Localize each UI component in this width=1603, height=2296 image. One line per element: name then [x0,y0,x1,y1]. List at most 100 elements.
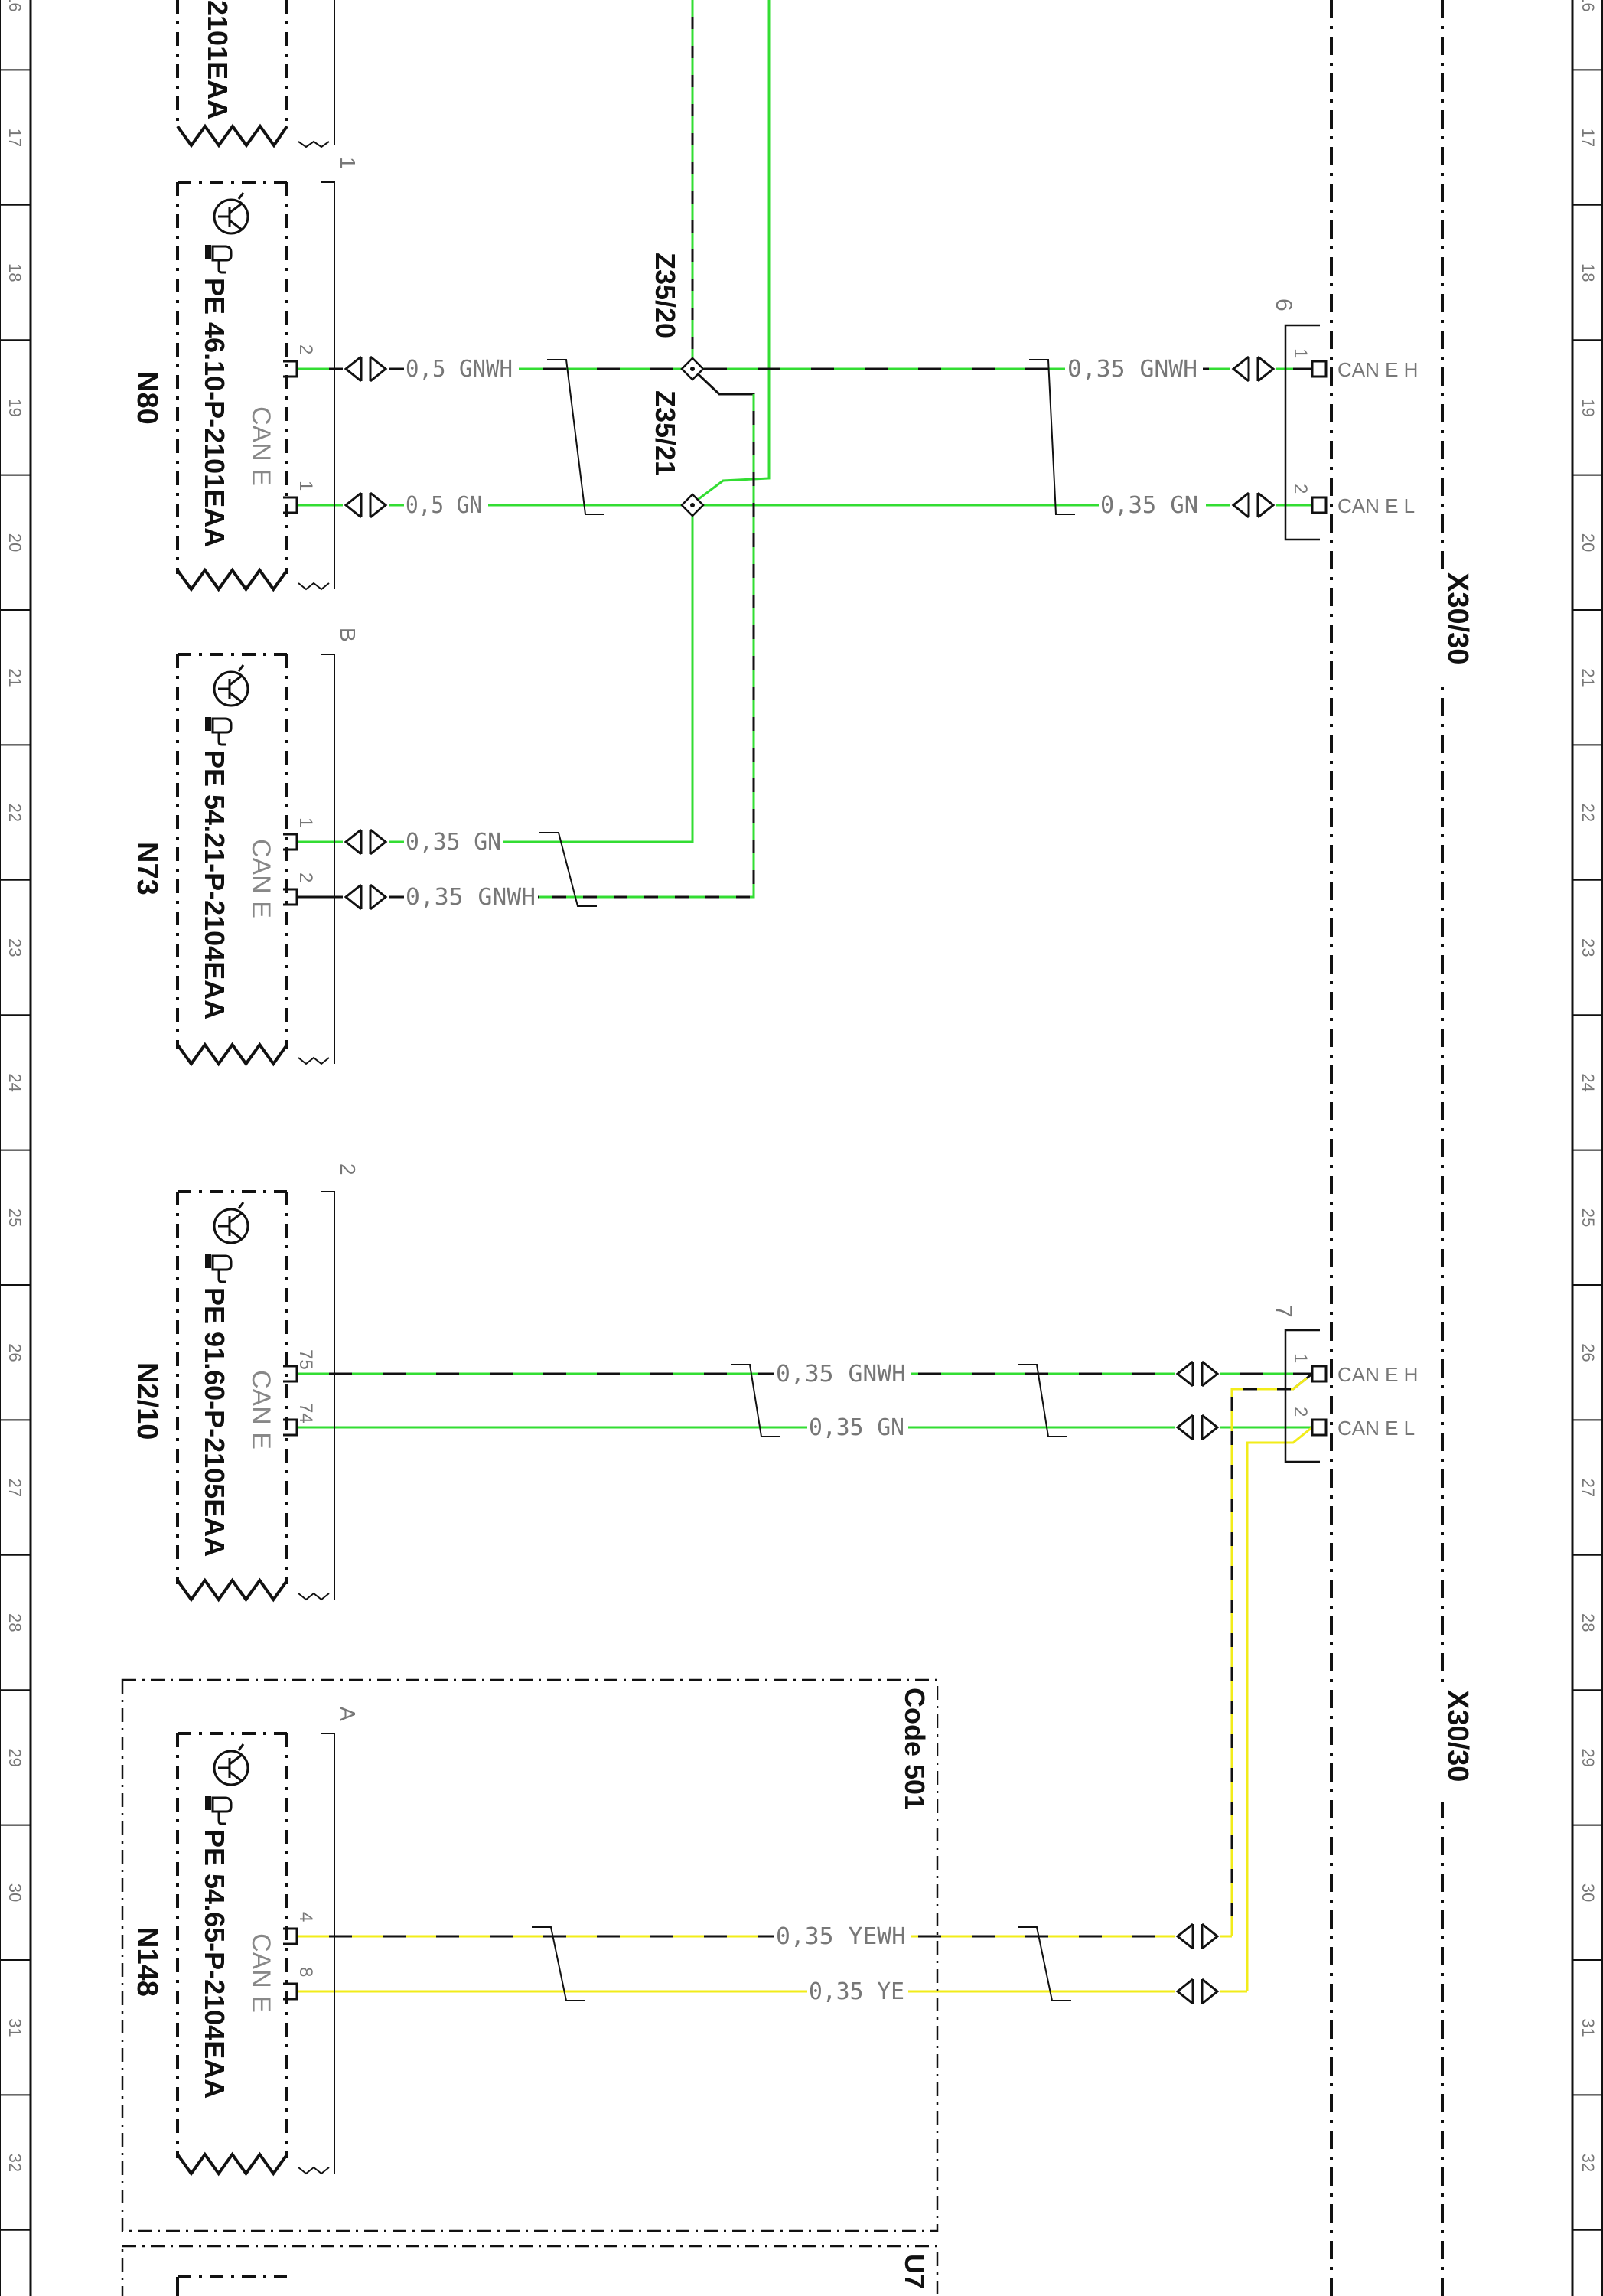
row-number-right: 18 [1579,263,1598,282]
x30-connector-6-number: 6 [1271,298,1296,311]
row-number-right: 32 [1579,2154,1598,2172]
plug-symbol-left-2 [343,828,389,856]
plug-symbol-right-4 [1175,1923,1220,1950]
x30-connector-7-pin-2: 2 [1290,1407,1311,1417]
x30-connector-6-label-l: CAN E L [1337,494,1415,517]
row-number-right: 27 [1579,1479,1598,1497]
next-code-box-label: U7 [899,2254,930,2289]
row-number-left: 28 [5,1613,24,1632]
component-pe-ref: PE 54.21-P-2104EAA [199,750,230,1019]
x30-connector-7-label-h: CAN E H [1337,1363,1418,1386]
component-can-label: CAN E [246,839,275,918]
component-can-label: CAN E [246,1370,275,1450]
component-top-pe-ref: 2101EAA [202,0,233,119]
row-number-right: 30 [1579,1883,1598,1902]
x30-connector-7-number: 7 [1271,1305,1296,1318]
connector-number: 1 [336,157,360,169]
plug-symbol-right-0 [1230,355,1276,383]
wire-z3521-down [505,505,694,843]
row-number-left: 24 [5,1073,24,1091]
x30-connector-6-label-h: CAN E H [1337,358,1418,381]
pin-number: 2 [295,872,316,882]
x30-connector-7: 7 1 2 CAN E H CAN E L [1271,1305,1418,1463]
pin-number: 1 [295,481,316,491]
row-number-left: 21 [5,668,24,687]
row-number-right: 29 [1579,1748,1598,1766]
row-number-right: 28 [1579,1613,1598,1632]
row-number-right: 26 [1579,1343,1598,1362]
component-name: N73 [131,842,163,895]
plug-symbol-right-5 [1175,1978,1220,2005]
row-number-right: 21 [1579,668,1598,687]
row-number-left: 22 [5,804,24,822]
row-number-right: 24 [1579,1073,1598,1091]
row-number-right: 20 [1579,533,1598,552]
hand-pointer-icon [205,245,233,274]
row-ticks [0,69,1603,2231]
row-number-right: 19 [1579,398,1598,416]
row-number-left: 30 [5,1883,24,1902]
row-number-left: 31 [5,2018,24,2037]
wire-label-n73-h: 0,35 GNWH [406,884,536,911]
pin-number: 2 [295,344,316,354]
plug-symbols [343,355,1276,2005]
x30-connector-6: 6 1 2 CAN E H CAN E L [1271,298,1418,541]
x30-label-1: X30/30 [1442,572,1474,664]
wire-riser-h-yellow [1230,1372,1313,1936]
component-name: N80 [131,371,163,425]
row-number-left: 20 [5,533,24,552]
component-pe-ref: PE 91.60-P-2105EAA [199,1287,230,1557]
component-name: N148 [131,1927,163,1997]
wires [298,0,1313,1993]
pin-number: 4 [295,1912,316,1922]
row-number-right: 25 [1579,1208,1598,1227]
pin-number: 75 [295,1349,316,1370]
code-501-label: Code 501 [899,1688,930,1810]
plug-symbol-left-0 [343,355,389,383]
component-name: N2/10 [131,1362,163,1440]
wire-z3520-down-black [539,367,755,899]
splice-label-z3521: Z35/21 [650,390,681,476]
hand-pointer-icon [205,1796,233,1825]
row-number-right: 23 [1579,938,1598,957]
splice-label-z3520: Z35/20 [650,253,681,338]
x30-30-bus: X30/30 X30/30 6 1 2 CAN E H CAN E L 7 1 … [1271,0,1474,2296]
wire-top-gn [692,0,771,505]
splices [680,357,705,517]
row-number-right: 22 [1579,804,1598,822]
connector-number: A [336,1707,360,1721]
component-top: 2101EAA [176,0,335,148]
wire-label-n148-h: 0,35 YEWH [776,1923,906,1950]
wire-label-n80-l: 0,5 GN [406,492,482,519]
x30-connector-6-pin-2: 2 [1290,484,1311,494]
plug-symbol-left-1 [343,491,389,519]
wire-riser-l [1246,1426,1313,1991]
connector-number: B [336,628,360,642]
plug-symbol-right-3 [1175,1414,1220,1441]
row-number-left: 29 [5,1748,24,1766]
x30-connector-7-label-l: CAN E L [1337,1417,1415,1440]
row-number-left: 19 [5,398,24,416]
row-number-right: 17 [1579,129,1598,147]
row-number-left: 26 [5,1343,24,1362]
transistor-icon [213,1743,249,1786]
wire-label-x1-l: 0,35 GN [1100,492,1198,519]
component-can-label: CAN E [246,1933,275,2013]
transistor-icon [213,192,249,235]
component-can-label: CAN E [246,406,275,486]
wire-label-n210-h: 0,35 GNWH [776,1361,906,1388]
row-number-right: 31 [1579,2018,1598,2037]
transistor-icon [213,664,249,707]
plug-symbol-left-3 [343,883,389,911]
row-number-left: 23 [5,938,24,957]
wire-z3520-down-green [539,394,755,899]
x30-connector-7-pin-1: 1 [1290,1353,1311,1363]
wire-label-n148-l: 0,35 YE [809,1978,904,2005]
wire-label-n210-l: 0,35 GN [809,1414,904,1441]
wire-riser-h-black [1230,1372,1313,1936]
